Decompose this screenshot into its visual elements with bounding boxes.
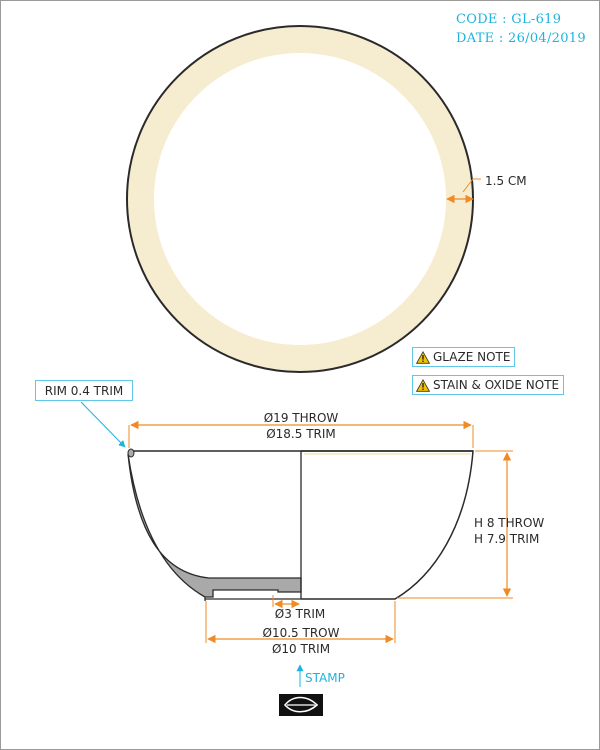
warning-triangle-icon bbox=[416, 378, 430, 392]
bowl-top-view bbox=[126, 25, 474, 373]
foot-inner-label: Ø3 TRIM bbox=[275, 607, 325, 621]
sheet-meta: CODE : GL-619 DATE : 26/04/2019 bbox=[456, 10, 596, 48]
exterior-outline bbox=[301, 450, 474, 600]
stamp-callout: STAMP bbox=[296, 664, 345, 687]
wall-thickness-dimension: 1.5 CM bbox=[446, 174, 527, 204]
stain-oxide-note-label: STAIN & OXIDE NOTE bbox=[433, 378, 560, 392]
drawing-date: DATE : 26/04/2019 bbox=[456, 31, 586, 46]
rim-callout-leader bbox=[80, 401, 126, 448]
warning-triangle-icon bbox=[416, 350, 430, 364]
inner-wall-circle bbox=[154, 53, 446, 345]
height-dimension: H 8 THROW H 7.9 TRIM bbox=[397, 450, 544, 599]
rim-callout-label: RIM 0.4 TRIM bbox=[44, 383, 124, 398]
rim-bead bbox=[127, 448, 135, 458]
leaf-stamp-icon bbox=[279, 694, 323, 716]
foot-inner-dimension: Ø3 TRIM bbox=[272, 595, 325, 621]
foot-outer-throw: Ø10.5 TROW bbox=[263, 626, 340, 640]
product-code: CODE : GL-619 bbox=[456, 12, 562, 27]
height-throw: H 8 THROW bbox=[474, 516, 544, 530]
section-cut bbox=[127, 453, 302, 598]
glaze-note[interactable]: GLAZE NOTE bbox=[412, 347, 516, 367]
foot-outer-trim: Ø10 TRIM bbox=[272, 642, 330, 656]
rim-callout[interactable]: RIM 0.4 TRIM bbox=[35, 380, 133, 401]
stain-oxide-note[interactable]: STAIN & OXIDE NOTE bbox=[412, 375, 565, 395]
glaze-note-label: GLAZE NOTE bbox=[433, 350, 511, 364]
stamp-label: STAMP bbox=[305, 671, 345, 685]
top-diameter-throw: Ø19 THROW bbox=[264, 411, 339, 425]
height-trim: H 7.9 TRIM bbox=[474, 532, 539, 546]
wall-thickness-label: 1.5 CM bbox=[485, 174, 527, 188]
foot-outer-dimension: Ø10.5 TROW Ø10 TRIM bbox=[205, 601, 396, 656]
bowl-section-view bbox=[127, 448, 474, 601]
top-diameter-dimension: Ø19 THROW Ø18.5 TRIM bbox=[128, 411, 474, 448]
top-diameter-trim: Ø18.5 TRIM bbox=[266, 427, 336, 441]
